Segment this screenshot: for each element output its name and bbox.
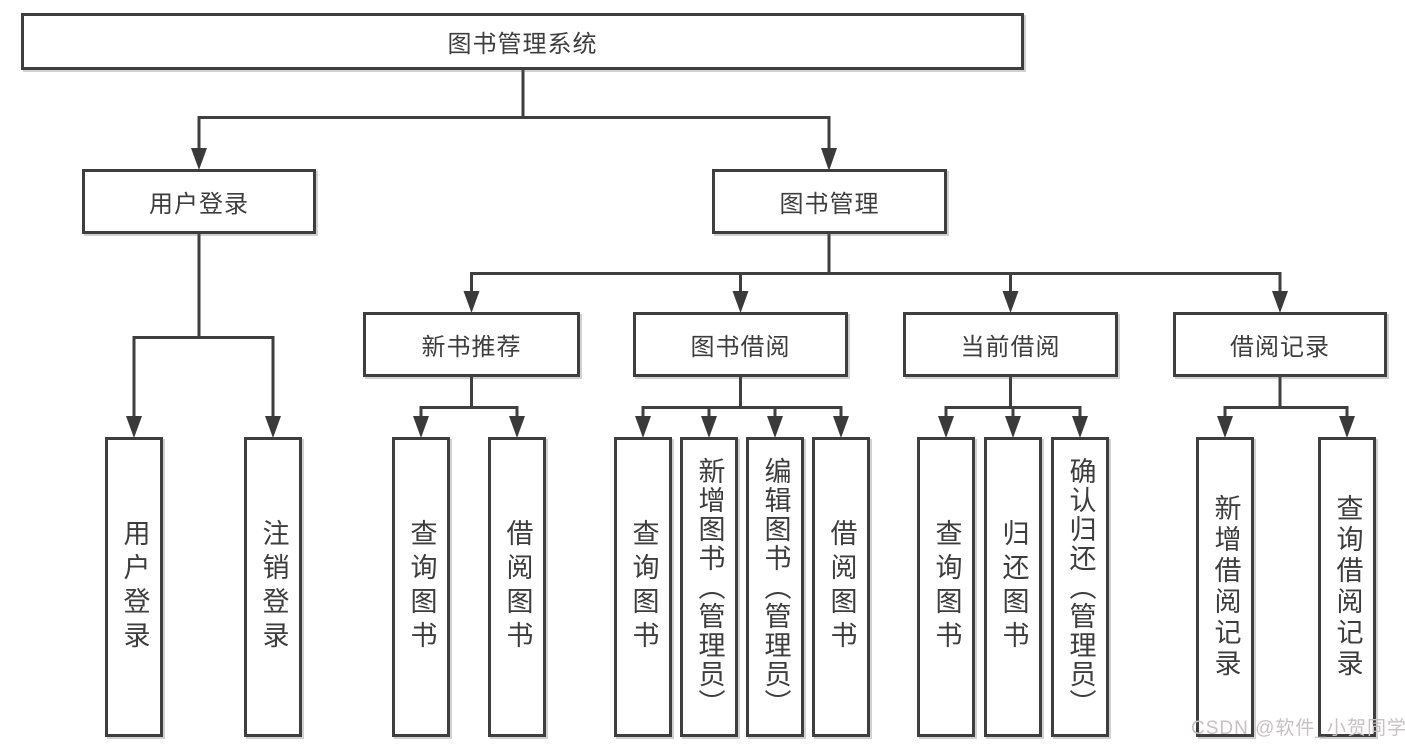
node-book-borrow-label: 图书借阅 xyxy=(690,334,791,361)
leaf-edit-books-admin-label: 编辑图书（管理员） xyxy=(760,456,791,718)
leaf-query-books-newbook-label: 查询图书 xyxy=(406,519,437,655)
leaf-query-borrow-record: 查询借阅记录 xyxy=(1318,437,1376,737)
leaf-add-books-admin-label: 新增图书（管理员） xyxy=(694,456,725,718)
node-borrow-records-label: 借阅记录 xyxy=(1230,334,1330,361)
node-new-book-recommend-label: 新书推荐 xyxy=(421,334,522,361)
leaf-query-books-newbook: 查询图书 xyxy=(392,437,450,737)
leaf-borrow-books-newbook: 借阅图书 xyxy=(488,437,546,737)
node-current-borrow-label: 当前借阅 xyxy=(960,334,1061,361)
leaf-query-books-borrow: 查询图书 xyxy=(614,437,672,737)
node-user-login: 用户登录 xyxy=(82,169,316,234)
leaf-return-books-label: 归还图书 xyxy=(998,519,1029,655)
leaf-user-login: 用户登录 xyxy=(105,437,163,737)
leaf-borrow-books-label: 借阅图书 xyxy=(826,519,857,655)
leaf-logout-label: 注销登录 xyxy=(258,519,289,655)
leaf-confirm-return-admin: 确认归还（管理员） xyxy=(1051,437,1109,737)
leaf-add-borrow-record: 新增借阅记录 xyxy=(1196,437,1254,737)
leaf-query-borrow-record-label: 查询借阅记录 xyxy=(1332,494,1363,680)
leaf-query-books-current-label: 查询图书 xyxy=(931,519,962,655)
node-new-book-recommend: 新书推荐 xyxy=(363,312,580,377)
node-root-label: 图书管理系统 xyxy=(447,31,598,58)
leaf-borrow-books-newbook-label: 借阅图书 xyxy=(502,519,533,655)
leaf-edit-books-admin: 编辑图书（管理员） xyxy=(746,437,804,737)
node-user-login-label: 用户登录 xyxy=(149,191,249,218)
node-borrow-records: 借阅记录 xyxy=(1173,312,1387,377)
node-root-library-system: 图书管理系统 xyxy=(21,13,1024,70)
node-book-management-label: 图书管理 xyxy=(779,191,880,218)
leaf-query-books-current: 查询图书 xyxy=(917,437,975,737)
node-book-management: 图书管理 xyxy=(712,169,947,234)
leaf-add-books-admin: 新增图书（管理员） xyxy=(680,437,738,737)
leaf-add-borrow-record-label: 新增借阅记录 xyxy=(1210,494,1241,680)
leaf-logout: 注销登录 xyxy=(244,437,302,737)
leaf-confirm-return-admin-label: 确认归还（管理员） xyxy=(1065,456,1096,718)
node-book-borrow: 图书借阅 xyxy=(633,312,848,377)
leaf-borrow-books: 借阅图书 xyxy=(812,437,870,737)
csdn-watermark: CSDN @软件_小贺同学 xyxy=(1191,718,1405,739)
node-current-borrow: 当前借阅 xyxy=(903,312,1118,377)
leaf-query-books-borrow-label: 查询图书 xyxy=(628,519,659,655)
arrowhead-icons xyxy=(126,148,1355,438)
leaf-return-books: 归还图书 xyxy=(984,437,1042,737)
leaf-user-login-label: 用户登录 xyxy=(119,519,150,655)
